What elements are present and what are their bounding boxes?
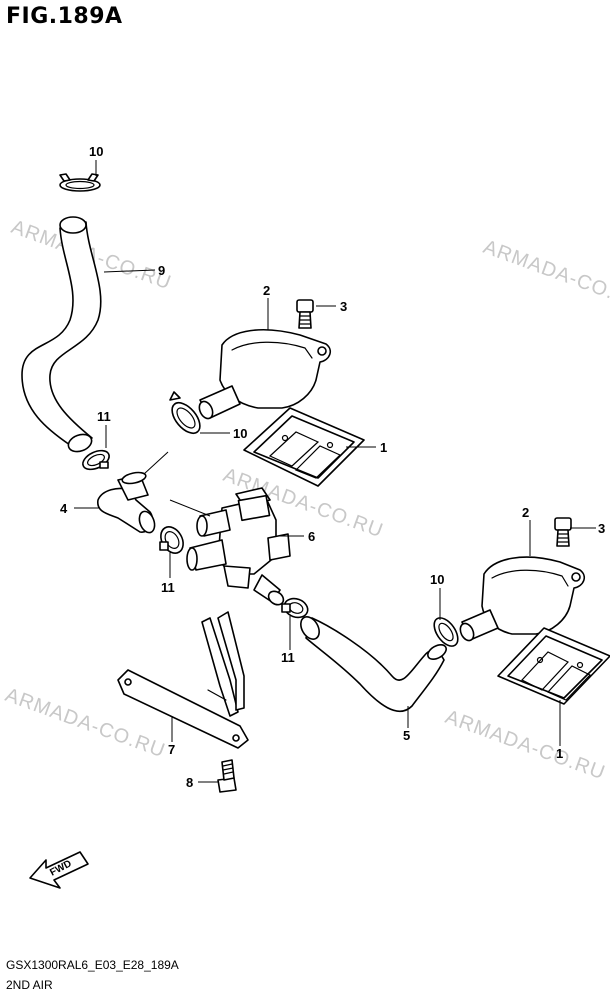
bolt-8: [217, 759, 237, 793]
clamp-10-lower: [433, 617, 459, 647]
callout-2: 2: [263, 283, 270, 298]
hose-4: [97, 471, 156, 534]
fwd-arrow-icon: FWD: [29, 851, 89, 889]
callout-2: 2: [522, 505, 529, 520]
hose-9: [21, 216, 102, 453]
callout-9: 9: [158, 263, 165, 278]
callout-11: 11: [161, 580, 175, 595]
clamp-11-center: [159, 526, 184, 554]
callout-3: 3: [340, 299, 347, 314]
reed-valve-cover-2-lower: [459, 556, 586, 642]
callout-10: 10: [233, 426, 247, 441]
callout-10: 10: [430, 572, 444, 587]
bracket-7: [117, 611, 249, 749]
section-name: 2ND AIR: [6, 978, 53, 992]
callout-3: 3: [598, 521, 605, 536]
callout-4: 4: [60, 501, 68, 516]
clamp-10-top: [59, 173, 101, 192]
bolt-3-lower: [554, 517, 572, 547]
watermark: ARMADA-CO.RU: [442, 706, 608, 784]
callout-1: 1: [556, 746, 563, 761]
callout-1: 1: [380, 440, 387, 455]
callout-8: 8: [186, 775, 193, 790]
model-code: GSX1300RAL6_E03_E28_189A: [6, 958, 179, 972]
callout-11: 11: [281, 650, 295, 665]
reed-valve-cover-2-upper: [198, 329, 332, 420]
bolt-3-upper: [296, 299, 314, 329]
figure-title: FIG.189A: [6, 4, 123, 29]
watermark: ARMADA-CO.RU: [480, 236, 610, 314]
reed-valve-1-lower: [497, 627, 610, 705]
callouts: 10 9 2 3 11 10 1 4 6 11 2 3 10 11 7 5 1 …: [60, 144, 605, 790]
leader-lines: [74, 160, 596, 783]
pair-valve-6: [186, 487, 291, 606]
clamp-11-left: [82, 449, 110, 471]
callout-7: 7: [168, 742, 175, 757]
callout-5: 5: [403, 728, 410, 743]
callout-6: 6: [308, 529, 315, 544]
callout-11: 11: [97, 409, 111, 424]
reed-valve-1-upper: [243, 407, 365, 487]
callout-10: 10: [89, 144, 103, 159]
hose-5: [300, 616, 447, 712]
clamp-10-mid: [169, 391, 201, 435]
clamp-11-right: [281, 597, 309, 619]
